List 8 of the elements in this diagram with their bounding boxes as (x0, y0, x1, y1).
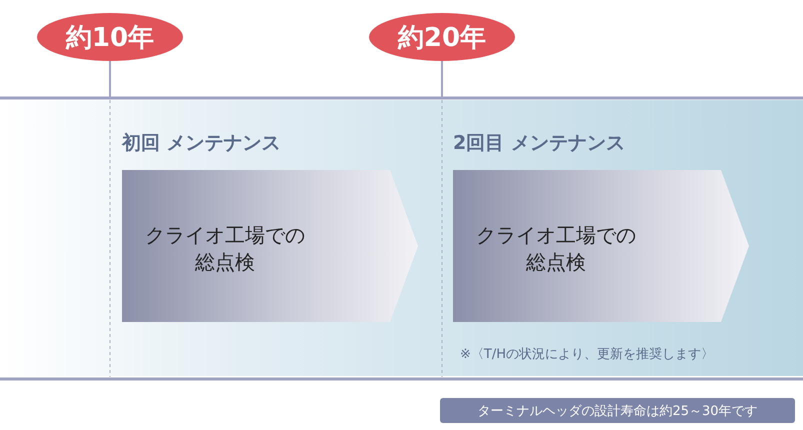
section-heading: 2回目 メンテナンス (453, 131, 625, 156)
year-marker: 約10年 (37, 13, 183, 61)
note-badge: ターミナルヘッダの設計寿命は約25～30年です (440, 398, 795, 423)
year-marker: 約20年 (369, 13, 515, 61)
note-text: ※〈T/Hの状況により、更新を推奨します〉 (460, 346, 714, 363)
section-heading: 初回 メンテナンス (122, 131, 281, 156)
step-text: クライオ工場での総点検 (144, 222, 306, 276)
step-text: クライオ工場での総点検 (475, 222, 637, 276)
